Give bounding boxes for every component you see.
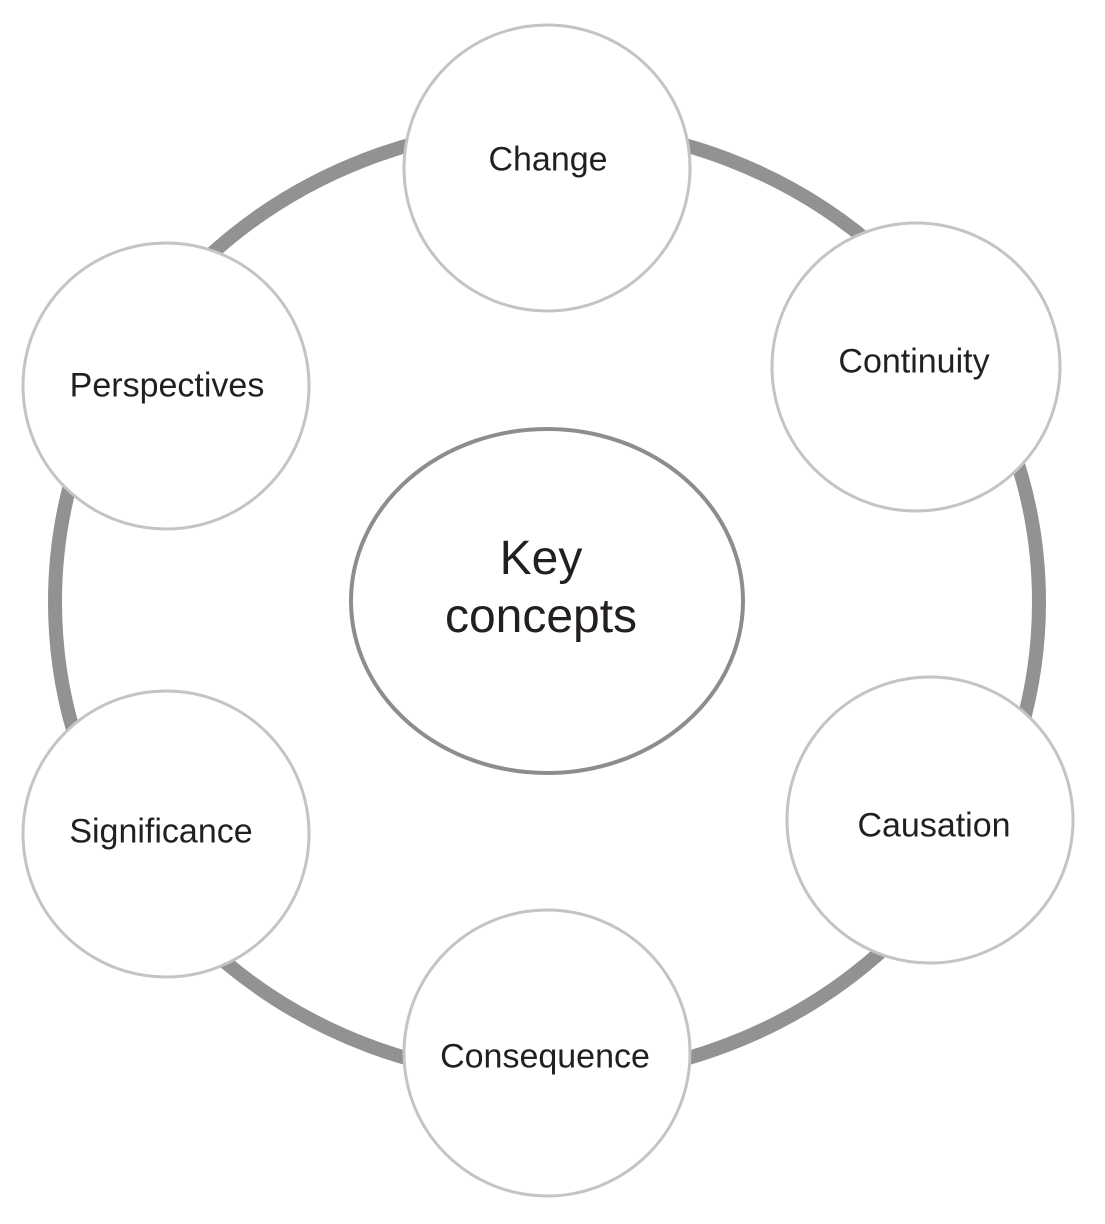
node-label-continuity: Continuity xyxy=(838,342,990,381)
center-label-line1: Key xyxy=(499,532,583,585)
center-label: Key concepts xyxy=(445,530,637,646)
node-circle-change xyxy=(402,23,692,313)
node-circle-continuity xyxy=(770,221,1062,513)
node-label-change: Change xyxy=(488,140,608,179)
center-ellipse xyxy=(349,427,745,775)
node-circle-consequence xyxy=(402,908,692,1198)
node-label-consequence: Consequence xyxy=(440,1037,650,1076)
node-circle-perspectives xyxy=(21,241,311,531)
node-circle-significance xyxy=(21,689,311,979)
node-label-causation: Causation xyxy=(857,806,1011,845)
center-label-line2: concepts xyxy=(444,590,638,643)
node-label-significance: Significance xyxy=(69,812,253,851)
node-label-perspectives: Perspectives xyxy=(69,366,265,405)
node-circle-causation xyxy=(785,675,1075,965)
